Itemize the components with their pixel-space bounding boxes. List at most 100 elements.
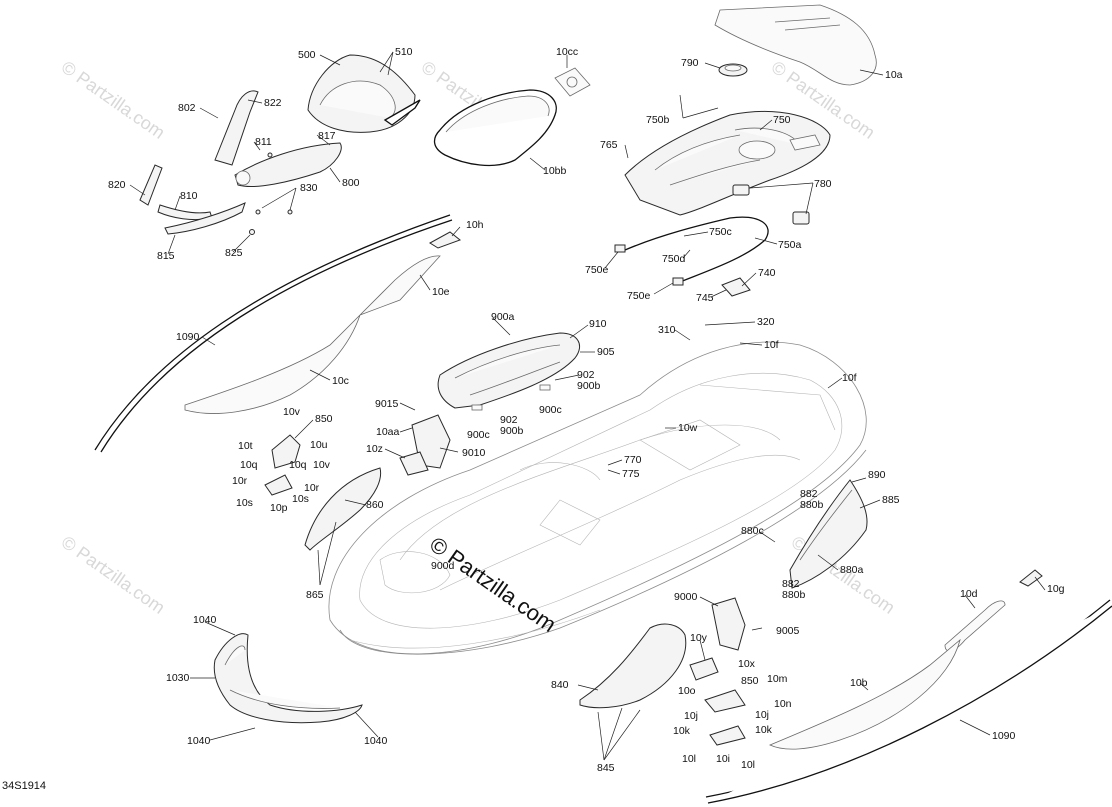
label-750b: 750b bbox=[646, 114, 670, 126]
part-750a-cable bbox=[614, 216, 769, 286]
label-10l: 10l bbox=[682, 753, 696, 765]
label-10s: 10s bbox=[236, 497, 253, 509]
label-900b: 900b bbox=[500, 425, 524, 437]
label-745: 745 bbox=[696, 292, 714, 304]
label-860: 860 bbox=[366, 499, 384, 511]
part-815-trim-strip bbox=[164, 202, 246, 235]
label-885: 885 bbox=[882, 494, 900, 506]
label-750c: 750c bbox=[709, 226, 732, 238]
label-880c: 880c bbox=[741, 525, 764, 537]
part-850-latch-assembly-right bbox=[689, 657, 746, 746]
part-750-storage-panel bbox=[624, 111, 831, 216]
label-800: 800 bbox=[342, 177, 360, 189]
part-500-hood-cover bbox=[307, 54, 421, 133]
label-740: 740 bbox=[758, 267, 776, 279]
label-9015: 9015 bbox=[375, 398, 399, 410]
label-1040: 1040 bbox=[187, 735, 211, 747]
label-817: 817 bbox=[318, 130, 336, 142]
part-10h-decal bbox=[429, 231, 462, 249]
label-880b: 880b bbox=[800, 499, 824, 511]
label-10k: 10k bbox=[755, 724, 773, 736]
label-780: 780 bbox=[814, 178, 832, 190]
label-10m: 10m bbox=[767, 673, 788, 685]
label-510: 510 bbox=[395, 46, 413, 58]
diagram-code: 34S1914 bbox=[2, 780, 46, 792]
label-900a: 900a bbox=[491, 311, 515, 323]
label-750e: 750e bbox=[585, 264, 609, 276]
label-880a: 880a bbox=[840, 564, 864, 576]
label-9000: 9000 bbox=[674, 591, 698, 603]
label-790: 790 bbox=[681, 57, 699, 69]
label-770: 770 bbox=[624, 454, 642, 466]
label-10d: 10d bbox=[960, 588, 978, 600]
label-10y: 10y bbox=[690, 632, 708, 644]
label-10w: 10w bbox=[678, 422, 698, 434]
label-900c: 900c bbox=[539, 404, 562, 416]
label-850: 850 bbox=[741, 675, 759, 687]
label-10q: 10q bbox=[289, 459, 307, 471]
small-fasteners bbox=[249, 152, 293, 235]
label-9010: 9010 bbox=[462, 447, 486, 459]
watermark-text: © Partzilla.com bbox=[58, 57, 169, 143]
label-10r: 10r bbox=[304, 482, 320, 494]
label-10u: 10u bbox=[310, 439, 328, 451]
label-10aa: 10aa bbox=[376, 426, 400, 438]
label-882: 882 bbox=[800, 488, 818, 500]
label-10g: 10g bbox=[1047, 583, 1065, 595]
part-10a-decal bbox=[714, 4, 877, 86]
part-802-side-trim bbox=[214, 90, 259, 166]
label-882: 882 bbox=[782, 578, 800, 590]
label-10k: 10k bbox=[673, 725, 691, 737]
label-902: 902 bbox=[577, 369, 595, 381]
part-840-side-panel bbox=[579, 623, 687, 709]
label-820: 820 bbox=[108, 179, 126, 191]
label-10v: 10v bbox=[313, 459, 331, 471]
label-10f: 10f bbox=[764, 339, 779, 351]
part-9010-bracket bbox=[399, 414, 451, 476]
label-845: 845 bbox=[597, 762, 615, 774]
label-865: 865 bbox=[306, 589, 324, 601]
label-9005: 9005 bbox=[776, 625, 800, 637]
part-10c-decal bbox=[184, 314, 361, 414]
part-800-headlight-trim bbox=[234, 142, 342, 188]
label-310: 310 bbox=[658, 324, 676, 336]
label-10s: 10s bbox=[292, 493, 309, 505]
label-10e: 10e bbox=[432, 286, 450, 298]
label-750a: 750a bbox=[778, 239, 802, 251]
label-840: 840 bbox=[551, 679, 569, 691]
label-10c: 10c bbox=[332, 375, 349, 387]
label-10p: 10p bbox=[270, 502, 288, 514]
part-10g-decal bbox=[1019, 569, 1043, 587]
label-802: 802 bbox=[178, 102, 196, 114]
label-10o: 10o bbox=[678, 685, 696, 697]
label-10i: 10i bbox=[716, 753, 730, 765]
label-10q: 10q bbox=[240, 459, 258, 471]
part-820-trim-strip bbox=[139, 164, 163, 206]
label-810: 810 bbox=[180, 190, 198, 202]
label-750e: 750e bbox=[627, 290, 651, 302]
label-765: 765 bbox=[600, 139, 618, 151]
watermark-text: © Partzilla.com bbox=[58, 532, 169, 618]
part-10d-decal bbox=[944, 600, 1006, 652]
part-790-cap bbox=[718, 63, 748, 77]
part-10b-decal bbox=[769, 638, 961, 750]
label-10x: 10x bbox=[738, 658, 756, 670]
label-910: 910 bbox=[589, 318, 607, 330]
label-1090: 1090 bbox=[176, 331, 200, 343]
label-10l: 10l bbox=[741, 759, 755, 771]
label-1090: 1090 bbox=[992, 730, 1016, 742]
part-10bb-seal bbox=[433, 89, 557, 167]
label-830: 830 bbox=[300, 182, 318, 194]
label-900b: 900b bbox=[577, 380, 601, 392]
label-10bb: 10bb bbox=[543, 165, 567, 177]
label-320: 320 bbox=[757, 316, 775, 328]
label-890: 890 bbox=[868, 469, 886, 481]
label-1030: 1030 bbox=[166, 672, 190, 684]
label-10t: 10t bbox=[238, 440, 253, 452]
label-822: 822 bbox=[264, 97, 282, 109]
label-10j: 10j bbox=[684, 710, 698, 722]
label-900d: 900d bbox=[431, 560, 455, 572]
part-780-latches bbox=[732, 184, 810, 225]
